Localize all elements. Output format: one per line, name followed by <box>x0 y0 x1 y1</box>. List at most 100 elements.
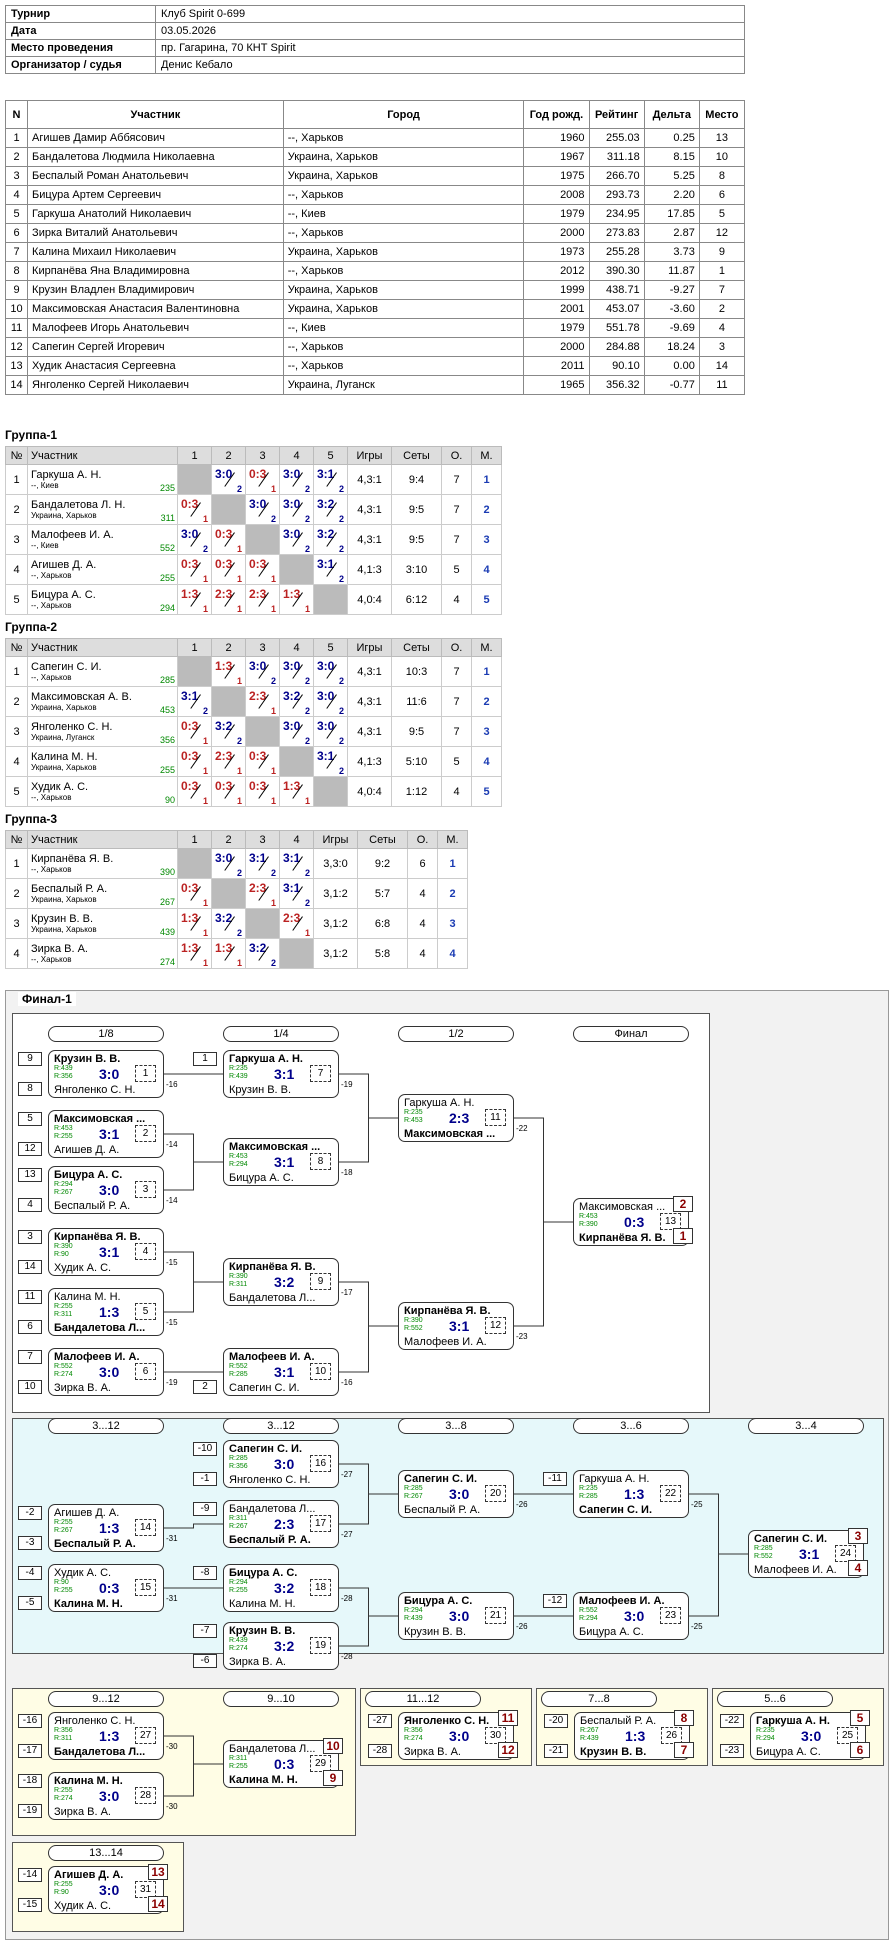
self-cell <box>245 716 280 747</box>
match-points: 2 <box>236 736 242 746</box>
player2-rating: R:294 <box>756 1735 775 1742</box>
match-points: 1 <box>304 796 310 806</box>
player1-rating: R:235 <box>229 1065 248 1072</box>
match-number: 8 <box>310 1153 331 1170</box>
match-number: 10 <box>310 1363 331 1380</box>
column-header: 2 <box>211 638 246 657</box>
round-label: 7...8 <box>541 1691 657 1707</box>
bracket-connector <box>514 1117 573 1223</box>
match-player2: Максимовская ... <box>404 1128 496 1140</box>
match-number: 5 <box>135 1303 156 1320</box>
sets: 11:6 <box>391 686 442 717</box>
player2-rating: R:552 <box>754 1553 773 1560</box>
seed-box: -28 <box>368 1744 392 1758</box>
player-city: Украина, Харьков <box>31 763 97 772</box>
points: 4 <box>407 938 438 969</box>
match-score: 3:0 <box>99 1364 120 1380</box>
match-number: 31 <box>135 1881 156 1898</box>
place: 1 <box>471 656 502 687</box>
match-player2: Янголенко С. Н. <box>229 1474 311 1486</box>
match-points: 1 <box>236 604 242 614</box>
score: 3:0 <box>317 719 335 733</box>
match-points: 2 <box>304 514 310 524</box>
match-score: 3:1 <box>449 1318 470 1334</box>
player-city: --, Харьков <box>31 673 72 682</box>
place: 2 <box>471 494 502 525</box>
loser-route-label: -19 <box>341 1080 353 1089</box>
match-points: 2 <box>338 574 344 584</box>
match-score: 3:1 <box>274 1154 295 1170</box>
column-header: М. <box>471 638 502 657</box>
match-player2: Янголенко С. Н. <box>54 1084 136 1096</box>
place: 3 <box>437 908 468 939</box>
seed-box: -6 <box>193 1654 217 1668</box>
group-title: Группа-1 <box>5 428 58 442</box>
match-number: 27 <box>135 1727 156 1744</box>
final-place-box: 1 <box>673 1228 693 1244</box>
match-score: 3:1 <box>99 1244 120 1260</box>
player-city: --, Харьков <box>31 571 72 580</box>
player1-rating: R:285 <box>229 1455 248 1462</box>
match-points: 2 <box>338 766 344 776</box>
player-rating: 255 <box>159 573 175 583</box>
match-points: 1 <box>236 766 242 776</box>
match-score: 3:0 <box>801 1728 822 1744</box>
player-city: --, Харьков <box>31 955 72 964</box>
match-points: 2 <box>304 544 310 554</box>
player-city: Украина, Харьков <box>31 703 97 712</box>
score: 0:3 <box>249 467 267 481</box>
sets: 1:12 <box>391 776 442 807</box>
score: 3:1 <box>317 557 335 571</box>
seed-box: 6 <box>18 1320 42 1334</box>
match-player2: Беспалый Р. А. <box>54 1538 136 1550</box>
table-cell: Янголенко Сергей Николаевич <box>27 375 284 395</box>
seed-box: -9 <box>193 1502 217 1516</box>
match-player1: Калина М. Н. <box>54 1291 121 1303</box>
